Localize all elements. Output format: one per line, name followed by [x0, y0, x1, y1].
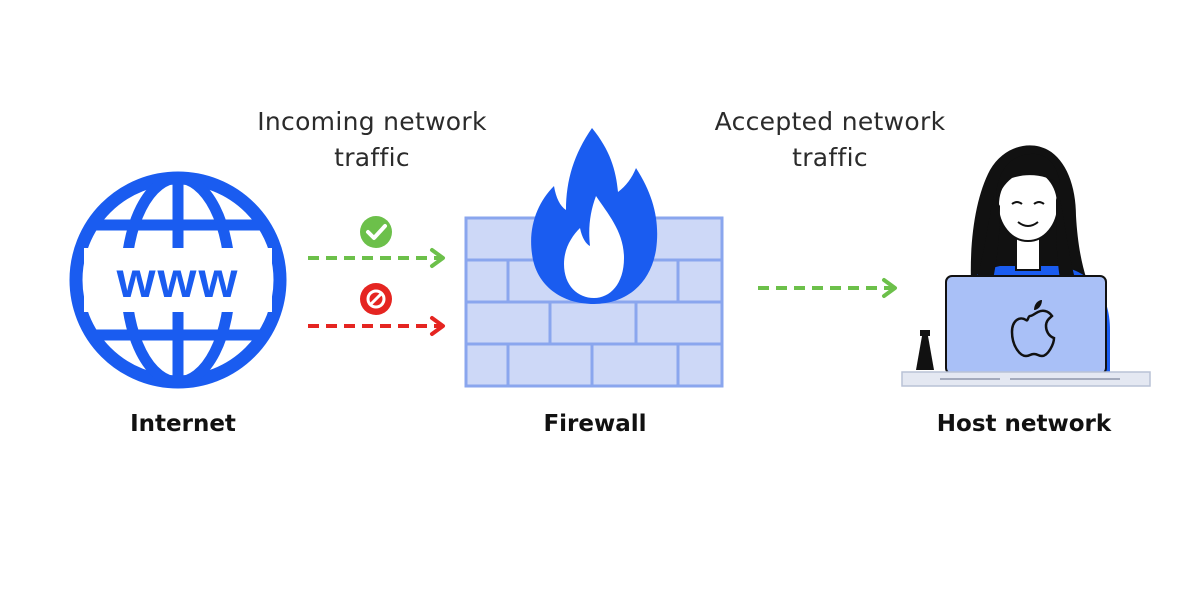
host-network-label: Host network: [936, 411, 1112, 437]
firewall-label: Firewall: [543, 411, 647, 437]
incoming-blocked-arrow: [308, 316, 445, 336]
globe-www-icon: www: [69, 171, 287, 389]
globe-www-text: www: [116, 252, 240, 308]
desk-lamp-icon: [916, 330, 934, 370]
incoming-traffic-caption: Incoming network traffic: [236, 104, 508, 176]
apple-logo: [1010, 300, 1056, 358]
accepted-caption-line2: traffic: [792, 143, 868, 172]
person-laptop-icon: [901, 145, 1151, 387]
accepted-caption-line1: Accepted network: [714, 107, 946, 136]
incoming-caption-line1: Incoming network: [257, 107, 487, 136]
accepted-arrow: [758, 278, 897, 298]
incoming-caption-line2: traffic: [334, 143, 410, 172]
incoming-allowed-arrow: [308, 248, 445, 268]
check-icon: [360, 216, 392, 248]
accepted-traffic-caption: Accepted network traffic: [694, 104, 966, 176]
internet-label: Internet: [130, 411, 236, 437]
firewall-brick-flame-icon: [464, 128, 724, 388]
block-icon: [360, 283, 392, 315]
